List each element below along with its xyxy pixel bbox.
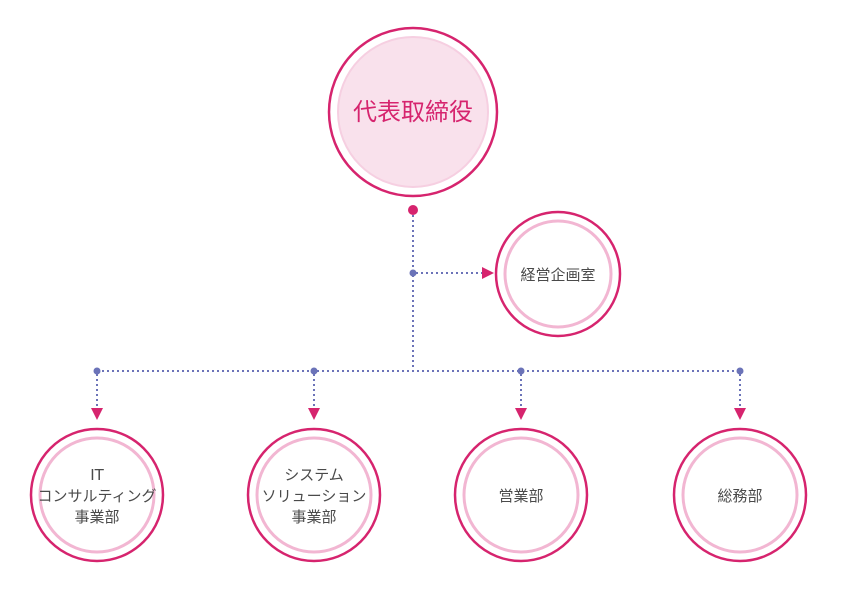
department-nodes: ITコンサルティング事業部システムソリューション事業部営業部総務部 [29,427,808,563]
department-arrow-icon [308,408,320,420]
department-label-line: ソリューション [262,487,367,505]
department-junction-dot [93,367,101,375]
staff-arrow-icon [482,267,494,279]
department-label-line: IT [90,466,104,484]
department-label-line: 事業部 [291,508,336,526]
department-inner-ring [681,436,799,554]
node-department-4: 総務部 [672,427,808,563]
department-junction-dot [736,367,744,375]
department-label-line: 総務部 [717,487,762,505]
department-junction-dot [517,367,525,375]
department-label-line: コンサルティング [37,487,156,505]
staff-inner-ring [503,219,613,329]
connectors [91,205,746,420]
department-inner-ring [462,436,580,554]
ceo-inner-circle [337,36,489,188]
ceo-connector-dot [408,205,418,215]
department-inner-ring [255,436,373,554]
department-inner-ring [38,436,156,554]
ceo-label: 代表取締役 [353,98,473,126]
department-arrow-icon [91,408,103,420]
department-label-line: 営業部 [498,487,543,505]
department-label-line: 事業部 [74,508,119,526]
node-staff: 経営企画室 [494,210,622,338]
staff-label: 経営企画室 [520,266,595,284]
department-label-line: システム [284,466,344,484]
node-ceo: 代表取締役 [327,26,499,198]
node-department-3: 営業部 [453,427,589,563]
department-junction-dot [310,367,318,375]
department-arrow-icon [515,408,527,420]
department-arrow-icon [734,408,746,420]
department-branches [91,367,746,420]
staff-junction-dot [409,269,417,277]
